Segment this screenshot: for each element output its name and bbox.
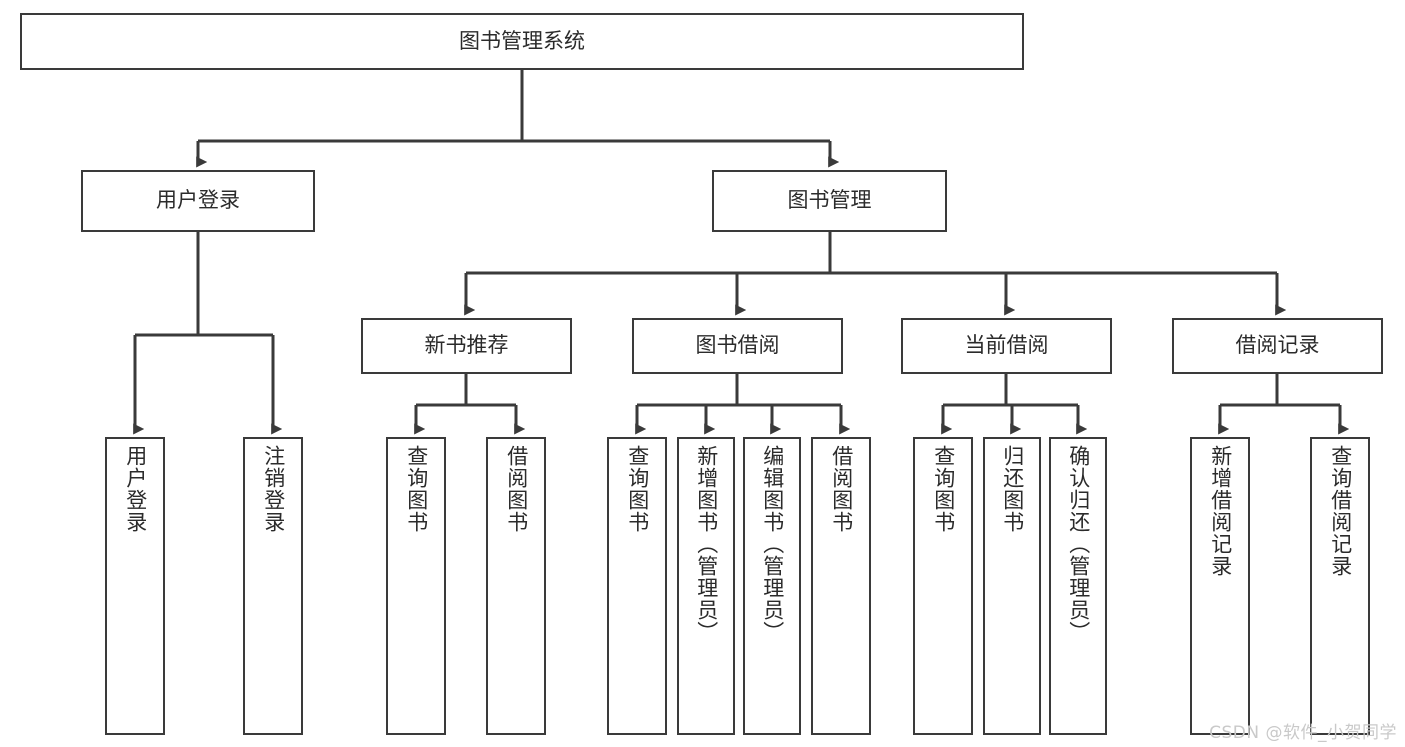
node-leaf-user-login[interactable]: 用户登录 [105, 437, 165, 735]
node-leaf-borrow-book[interactable]: 借阅图书 [811, 437, 871, 735]
node-leaf-confirm-return-admin[interactable]: 确认归还（管理员） [1049, 437, 1107, 735]
node-leaf-borrow-book-new[interactable]: 借阅图书 [486, 437, 546, 735]
node-leaf-query-borrow-record-label: 查询借阅记录 [1328, 445, 1353, 577]
node-leaf-query-book-new-label: 查询图书 [404, 445, 429, 533]
node-root-label: 图书管理系统 [459, 28, 585, 53]
node-book-borrow-label: 图书借阅 [695, 333, 780, 358]
node-leaf-return-book[interactable]: 归还图书 [983, 437, 1041, 735]
node-leaf-borrow-book-new-label: 借阅图书 [504, 445, 529, 533]
node-new-book-recommend[interactable]: 新书推荐 [361, 318, 572, 374]
node-leaf-query-book-new[interactable]: 查询图书 [386, 437, 446, 735]
node-leaf-add-book-admin[interactable]: 新增图书（管理员） [677, 437, 735, 735]
node-user-login[interactable]: 用户登录 [81, 170, 315, 232]
node-borrow-record-label: 借阅记录 [1235, 333, 1320, 358]
node-borrow-record[interactable]: 借阅记录 [1172, 318, 1383, 374]
node-root[interactable]: 图书管理系统 [20, 13, 1024, 70]
node-user-login-label: 用户登录 [156, 188, 240, 213]
node-leaf-return-book-label: 归还图书 [1000, 445, 1025, 533]
node-leaf-query-book-borrow[interactable]: 查询图书 [607, 437, 667, 735]
node-leaf-edit-book-admin-label: 编辑图书（管理员） [760, 445, 785, 643]
node-leaf-logout-login[interactable]: 注销登录 [243, 437, 303, 735]
csdn-watermark: CSDN @软件_小贺同学 [1209, 723, 1397, 743]
node-book-management[interactable]: 图书管理 [712, 170, 947, 232]
node-current-borrow-label: 当前借阅 [964, 333, 1049, 358]
node-leaf-query-borrow-record[interactable]: 查询借阅记录 [1310, 437, 1370, 735]
node-leaf-logout-login-label: 注销登录 [261, 445, 286, 533]
node-leaf-confirm-return-admin-label: 确认归还（管理员） [1066, 445, 1091, 643]
node-leaf-query-book-current[interactable]: 查询图书 [913, 437, 973, 735]
node-leaf-query-book-borrow-label: 查询图书 [625, 445, 650, 533]
node-leaf-borrow-book-label: 借阅图书 [829, 445, 854, 533]
node-leaf-edit-book-admin[interactable]: 编辑图书（管理员） [743, 437, 801, 735]
node-leaf-add-borrow-record-label: 新增借阅记录 [1208, 445, 1233, 577]
node-leaf-query-book-current-label: 查询图书 [931, 445, 956, 533]
node-book-management-label: 图书管理 [787, 188, 872, 213]
node-leaf-user-login-label: 用户登录 [123, 445, 148, 533]
node-current-borrow[interactable]: 当前借阅 [901, 318, 1112, 374]
node-new-book-recommend-label: 新书推荐 [424, 333, 509, 358]
node-leaf-add-borrow-record[interactable]: 新增借阅记录 [1190, 437, 1250, 735]
node-book-borrow[interactable]: 图书借阅 [632, 318, 843, 374]
node-leaf-add-book-admin-label: 新增图书（管理员） [694, 445, 719, 643]
